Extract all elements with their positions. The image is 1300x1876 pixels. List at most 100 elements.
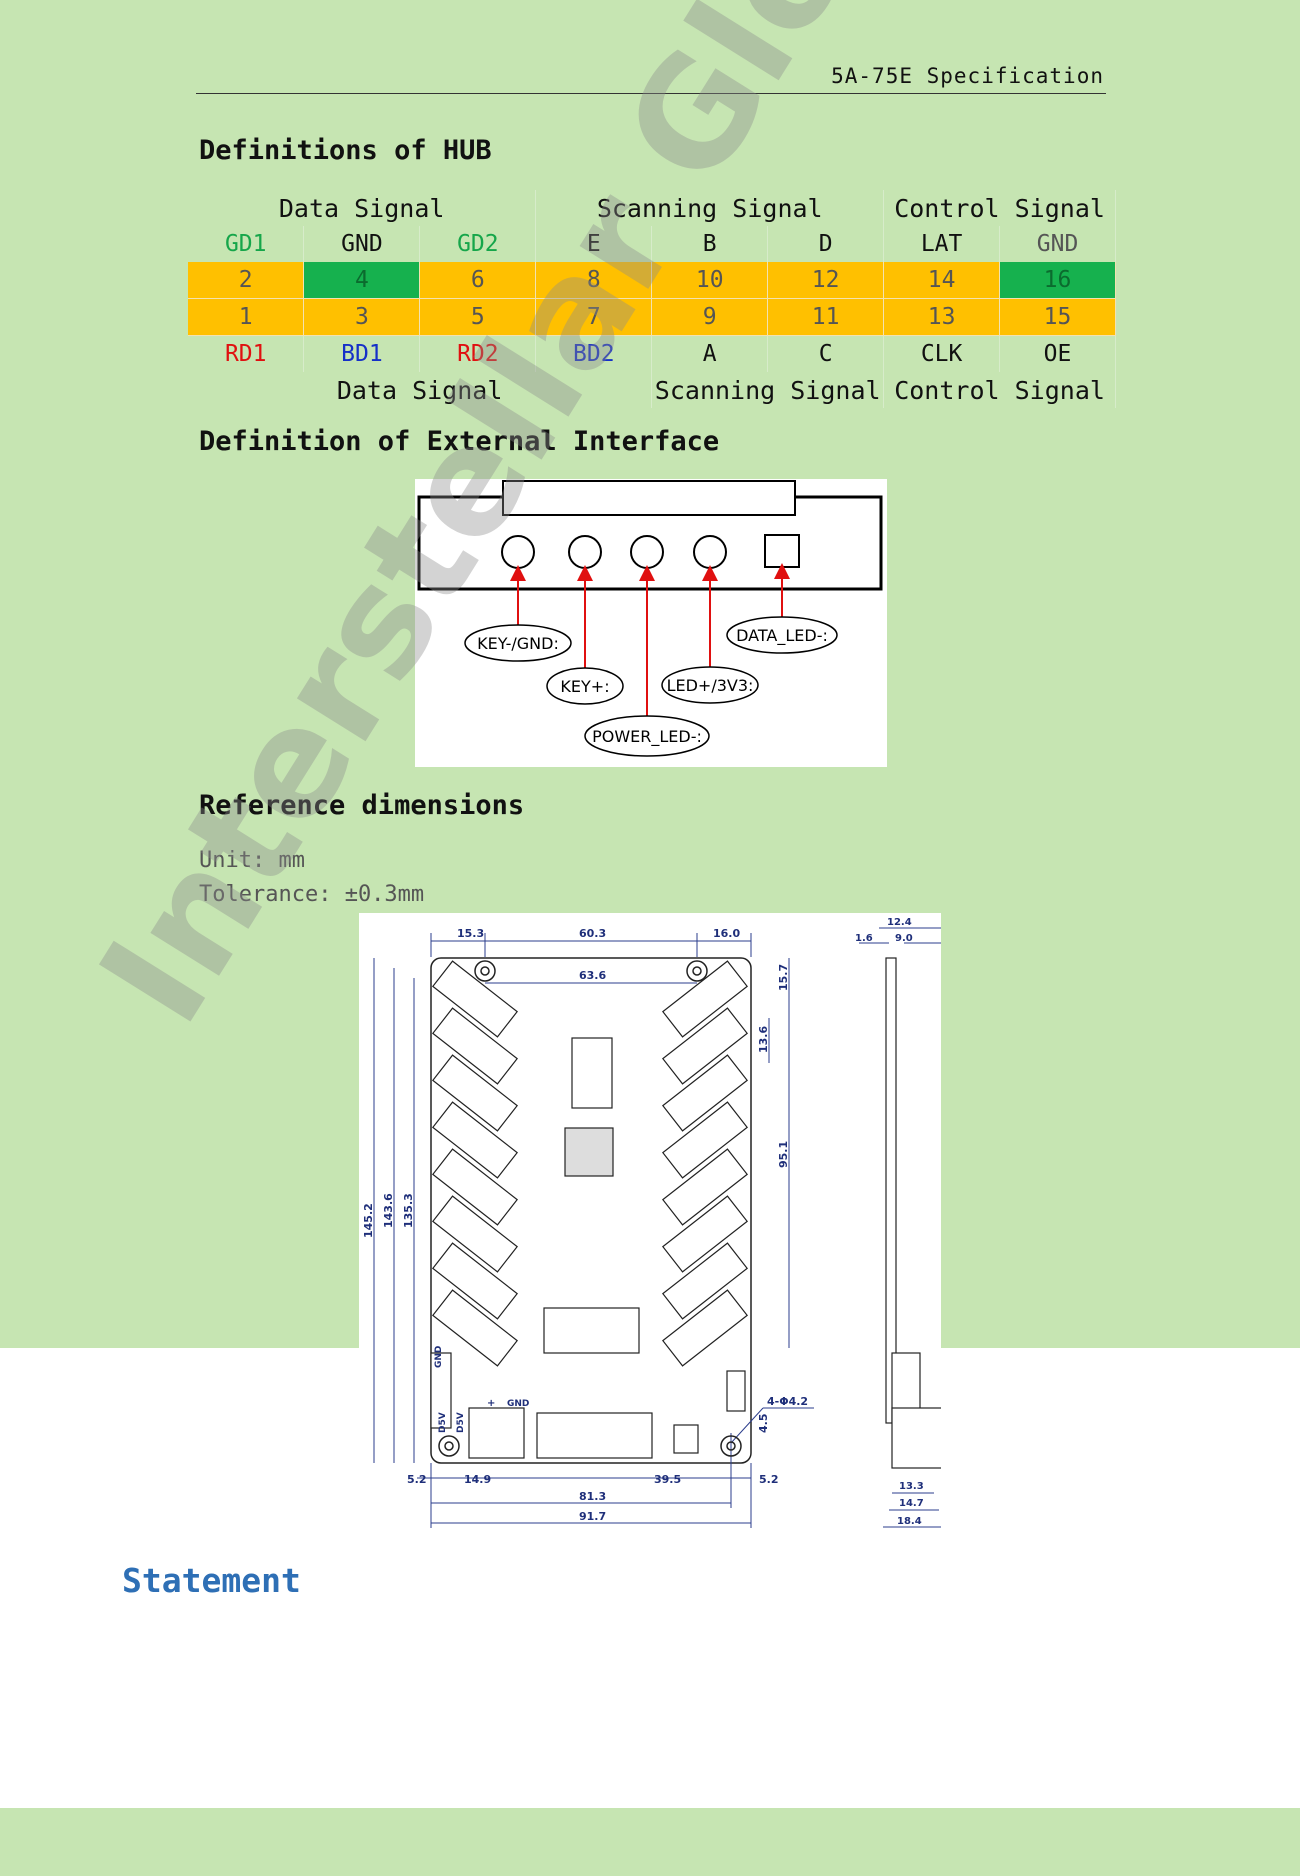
dim-13-3: 13.3: [899, 1481, 924, 1492]
interface-label-led-3v3: LED+/3V3:: [667, 676, 754, 695]
pin-number: 9: [651, 298, 769, 336]
hub-connector-right: [661, 1289, 749, 1367]
dim-5-2-right: 5.2: [759, 1473, 779, 1486]
hub-connector-left: [431, 1101, 519, 1179]
interface-label-power-led: POWER_LED-:: [592, 727, 702, 747]
group-scanning-signal: Scanning Signal: [535, 190, 885, 226]
group-scanning-signal-bottom: Scanning Signal: [651, 372, 885, 408]
interface-diagram: KEY-/GND: KEY+: POWER_LED-: LED+/3V3: DA…: [415, 479, 887, 767]
data-led-port: [764, 534, 800, 568]
dimensions-section-title: Reference dimensions: [199, 790, 525, 821]
pin-label: RD1: [188, 335, 305, 372]
pin-label: LAT: [883, 226, 1001, 262]
pin-number: 10: [651, 262, 769, 299]
dimension-drawing: 15.3 60.3 16.0 63.6 15.7 13.6 95.1 145.2…: [359, 913, 943, 1535]
pin-label: CLK: [883, 335, 1001, 372]
dim-14-7: 14.7: [899, 1498, 924, 1509]
dim-16-0: 16.0: [713, 927, 740, 940]
dim-9-0: 9.0: [895, 933, 913, 944]
group-control-signal-bottom: Control Signal: [883, 372, 1116, 408]
group-data-signal: Data Signal: [188, 190, 537, 226]
pin-number: 4: [303, 262, 421, 299]
led-3v3-port: [693, 535, 727, 569]
pin-label: RD2: [419, 335, 537, 372]
pin-number: 14: [883, 262, 1001, 299]
pin-label: B: [651, 226, 769, 262]
pin-number: 3: [303, 298, 421, 336]
hub-connector-right: [661, 1148, 749, 1226]
board-label-d5v-2: D5V: [456, 1412, 466, 1433]
dim-15-3: 15.3: [457, 927, 484, 940]
hub-connector-left: [431, 960, 519, 1038]
pin-number: 13: [883, 298, 1001, 336]
hub-section-title: Definitions of HUB: [199, 135, 492, 166]
board-outline: [430, 957, 752, 1464]
pin-label: D: [767, 226, 885, 262]
hub-connector-left: [431, 1007, 519, 1085]
dim-1-6: 1.6: [855, 933, 873, 944]
interface-label-key-gnd: KEY-/GND:: [477, 634, 559, 653]
hub-connector-right: [661, 1007, 749, 1085]
hub-connector-left: [431, 1242, 519, 1320]
dim-91-7: 91.7: [579, 1510, 606, 1523]
dim-135-3: 135.3: [402, 1193, 415, 1228]
dim-39-5: 39.5: [654, 1473, 681, 1486]
unit-text: Unit: mm: [199, 848, 305, 873]
dim-63-6: 63.6: [579, 969, 606, 982]
pin-label: GND: [303, 226, 421, 262]
interface-section-title: Definition of External Interface: [199, 426, 720, 457]
dim-15-7: 15.7: [777, 964, 790, 991]
board-label-plus: +: [487, 1398, 495, 1409]
pin-number: 16: [999, 262, 1116, 299]
pin-number: 2: [188, 262, 305, 299]
pin-number: 8: [535, 262, 653, 299]
hub-connector-left: [431, 1289, 519, 1367]
dim-14-9: 14.9: [464, 1473, 491, 1486]
pin-number: 12: [767, 262, 885, 299]
dim-hole: 4-Φ4.2: [767, 1395, 808, 1408]
tolerance-text: Tolerance: ±0.3mm: [199, 882, 425, 907]
header-divider: [196, 93, 1106, 94]
power-led-port: [630, 535, 664, 569]
dim-95-1: 95.1: [777, 1141, 790, 1168]
dim-4-5: 4.5: [757, 1414, 770, 1434]
hub-connector-left: [431, 1054, 519, 1132]
dim-143-6: 143.6: [382, 1193, 395, 1228]
pin-number: 1: [188, 298, 305, 336]
group-data-signal-bottom: Data Signal: [188, 372, 653, 408]
statement-title: Statement: [122, 1561, 301, 1600]
hub-connector-right: [661, 1101, 749, 1179]
hub-connector-left: [431, 1195, 519, 1273]
pin-number: 5: [419, 298, 537, 336]
pin-label: GD2: [419, 226, 537, 262]
hub-connector-right: [661, 1242, 749, 1320]
hub-connector-right: [661, 1195, 749, 1273]
interface-label-data-led: DATA_LED-:: [736, 626, 828, 646]
dim-145-2: 145.2: [362, 1203, 375, 1238]
hub-pin-table: Data Signal Scanning Signal Control Sign…: [188, 190, 1116, 408]
pin-label: E: [535, 226, 653, 262]
pin-number: 15: [999, 298, 1116, 336]
pin-label: C: [767, 335, 885, 372]
board-label-gnd: GND: [434, 1346, 444, 1368]
dim-5-2-left: 5.2: [407, 1473, 427, 1486]
pin-label: BD2: [535, 335, 653, 372]
panel-top-tab: [502, 480, 796, 516]
pin-label: BD1: [303, 335, 421, 372]
board-label-gnd-2: GND: [507, 1399, 529, 1409]
pin-label: GD1: [188, 226, 305, 262]
interface-label-key-plus: KEY+:: [560, 677, 609, 696]
hub-connector-right: [661, 1054, 749, 1132]
pin-label: GND: [999, 226, 1116, 262]
dim-12-4: 12.4: [887, 917, 912, 928]
pin-number: 11: [767, 298, 885, 336]
pin-label: OE: [999, 335, 1116, 372]
dim-60-3: 60.3: [579, 927, 606, 940]
hub-connector-left: [431, 1148, 519, 1226]
dim-81-3: 81.3: [579, 1490, 606, 1503]
hub-connector-right: [661, 960, 749, 1038]
pin-number: 6: [419, 262, 537, 299]
board-label-d5v: D5V: [438, 1412, 448, 1433]
group-control-signal: Control Signal: [883, 190, 1116, 226]
dim-18-4: 18.4: [897, 1516, 922, 1527]
